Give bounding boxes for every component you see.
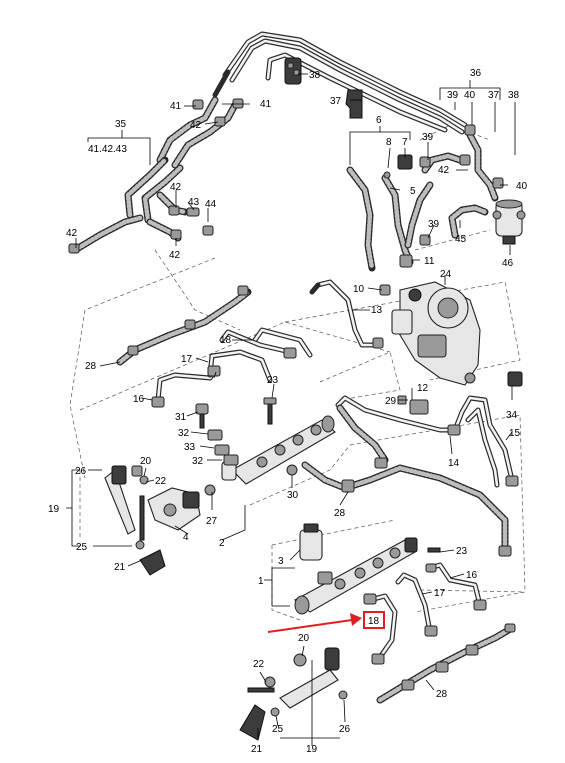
- label-7: 7: [402, 137, 408, 148]
- injector-pipes-upper: [151, 327, 313, 408]
- label-32: 32: [178, 428, 190, 439]
- return-hose-28-lower: [376, 623, 516, 704]
- label-18-highlighted: 18: [368, 616, 380, 627]
- label-35: 35: [115, 119, 127, 130]
- injector-19-upper: [104, 465, 166, 576]
- pressure-sensor-4: [147, 487, 201, 531]
- label-26: 26: [339, 724, 351, 735]
- label-17: 17: [434, 588, 446, 599]
- label-25: 25: [272, 724, 284, 735]
- label-17: 17: [181, 354, 193, 365]
- label-23: 23: [456, 546, 468, 557]
- label-40: 40: [516, 181, 528, 192]
- label-16: 16: [466, 570, 478, 581]
- label-19: 19: [48, 504, 60, 515]
- label-30: 30: [287, 490, 299, 501]
- label-38: 38: [508, 90, 520, 101]
- label-42: 42: [66, 228, 78, 239]
- highlight-callout: [267, 611, 385, 633]
- label-11: 11: [424, 256, 435, 267]
- label-43: 43: [188, 197, 200, 208]
- highlight-box: [363, 611, 385, 629]
- label-19: 19: [306, 744, 318, 755]
- fuel-rail-2: [221, 415, 336, 485]
- label-38: 38: [309, 70, 321, 81]
- label-25: 25: [76, 542, 88, 553]
- pipe-13: [309, 279, 384, 349]
- label-14: 14: [448, 458, 460, 469]
- label-18: 18: [220, 335, 232, 346]
- label-8: 8: [386, 137, 392, 148]
- pressure-sensor-3: [299, 523, 323, 561]
- label-5: 5: [410, 186, 416, 197]
- label-23: 23: [267, 375, 279, 386]
- label-33: 33: [184, 442, 196, 453]
- label-42: 42: [190, 120, 202, 131]
- fuel-rail-1: [294, 537, 418, 615]
- label-21: 21: [114, 562, 126, 573]
- label-29: 29: [385, 396, 397, 407]
- pressure-damper-46: [492, 199, 526, 245]
- label-42: 42: [438, 165, 450, 176]
- label-41: 41: [170, 101, 182, 112]
- return-hose-28-middle: [301, 404, 512, 557]
- label-6: 6: [376, 115, 382, 126]
- label-15: 15: [509, 428, 521, 439]
- label-22: 22: [253, 659, 265, 670]
- label-28: 28: [334, 508, 346, 519]
- label-46: 46: [502, 258, 514, 269]
- injector-19-lower: [239, 647, 348, 741]
- label-3: 3: [278, 556, 284, 567]
- label-28: 28: [85, 361, 97, 372]
- label-1: 1: [258, 576, 264, 587]
- label-13: 13: [371, 305, 383, 316]
- holder-clip-38: [284, 57, 302, 85]
- label-24: 24: [440, 269, 452, 280]
- highlight-arrow-head: [350, 613, 362, 626]
- label-12: 12: [417, 383, 429, 394]
- label-41: 41: [260, 99, 272, 110]
- leader-lines: [66, 73, 516, 746]
- label-31: 31: [175, 412, 187, 423]
- top-fuel-line-bundle: [71, 31, 468, 254]
- label-10: 10: [353, 284, 365, 295]
- return-hose-28-upper: [116, 285, 252, 366]
- label-35-sub: 41.42.43: [88, 144, 127, 155]
- hose-6-assembly: [346, 154, 434, 272]
- label-21: 21: [251, 744, 263, 755]
- highlight-arrow-line: [267, 619, 353, 633]
- hose-clamps-top-left: [68, 98, 244, 254]
- bracket-37: [345, 89, 363, 119]
- part-labels: 38 36 39 40 37 38 41 41 37 42 35 41.42.4…: [48, 68, 528, 755]
- label-40: 40: [464, 90, 476, 101]
- label-20: 20: [298, 633, 310, 644]
- label-20: 20: [140, 456, 152, 467]
- label-16: 16: [133, 394, 145, 405]
- label-39: 39: [447, 90, 459, 101]
- label-36: 36: [470, 68, 482, 79]
- injector-pipes-lower: [363, 547, 487, 665]
- label-45: 45: [455, 234, 467, 245]
- top-right-hoses: [419, 124, 504, 246]
- label-44: 44: [205, 199, 217, 210]
- label-42: 42: [170, 182, 182, 193]
- label-37: 37: [330, 96, 342, 107]
- label-28: 28: [436, 689, 448, 700]
- label-37: 37: [488, 90, 500, 101]
- high-pressure-pump-24: [379, 281, 481, 386]
- label-32: 32: [192, 456, 204, 467]
- label-4: 4: [183, 532, 189, 543]
- label-34: 34: [506, 410, 518, 421]
- label-27: 27: [206, 516, 218, 527]
- label-22: 22: [155, 476, 167, 487]
- label-26: 26: [75, 466, 87, 477]
- label-2: 2: [219, 538, 225, 549]
- label-39: 39: [428, 219, 440, 230]
- label-39: 39: [422, 132, 434, 143]
- rail-fasteners-upper: [195, 397, 298, 496]
- pipes-14-15: [335, 371, 523, 488]
- label-42: 42: [169, 250, 181, 261]
